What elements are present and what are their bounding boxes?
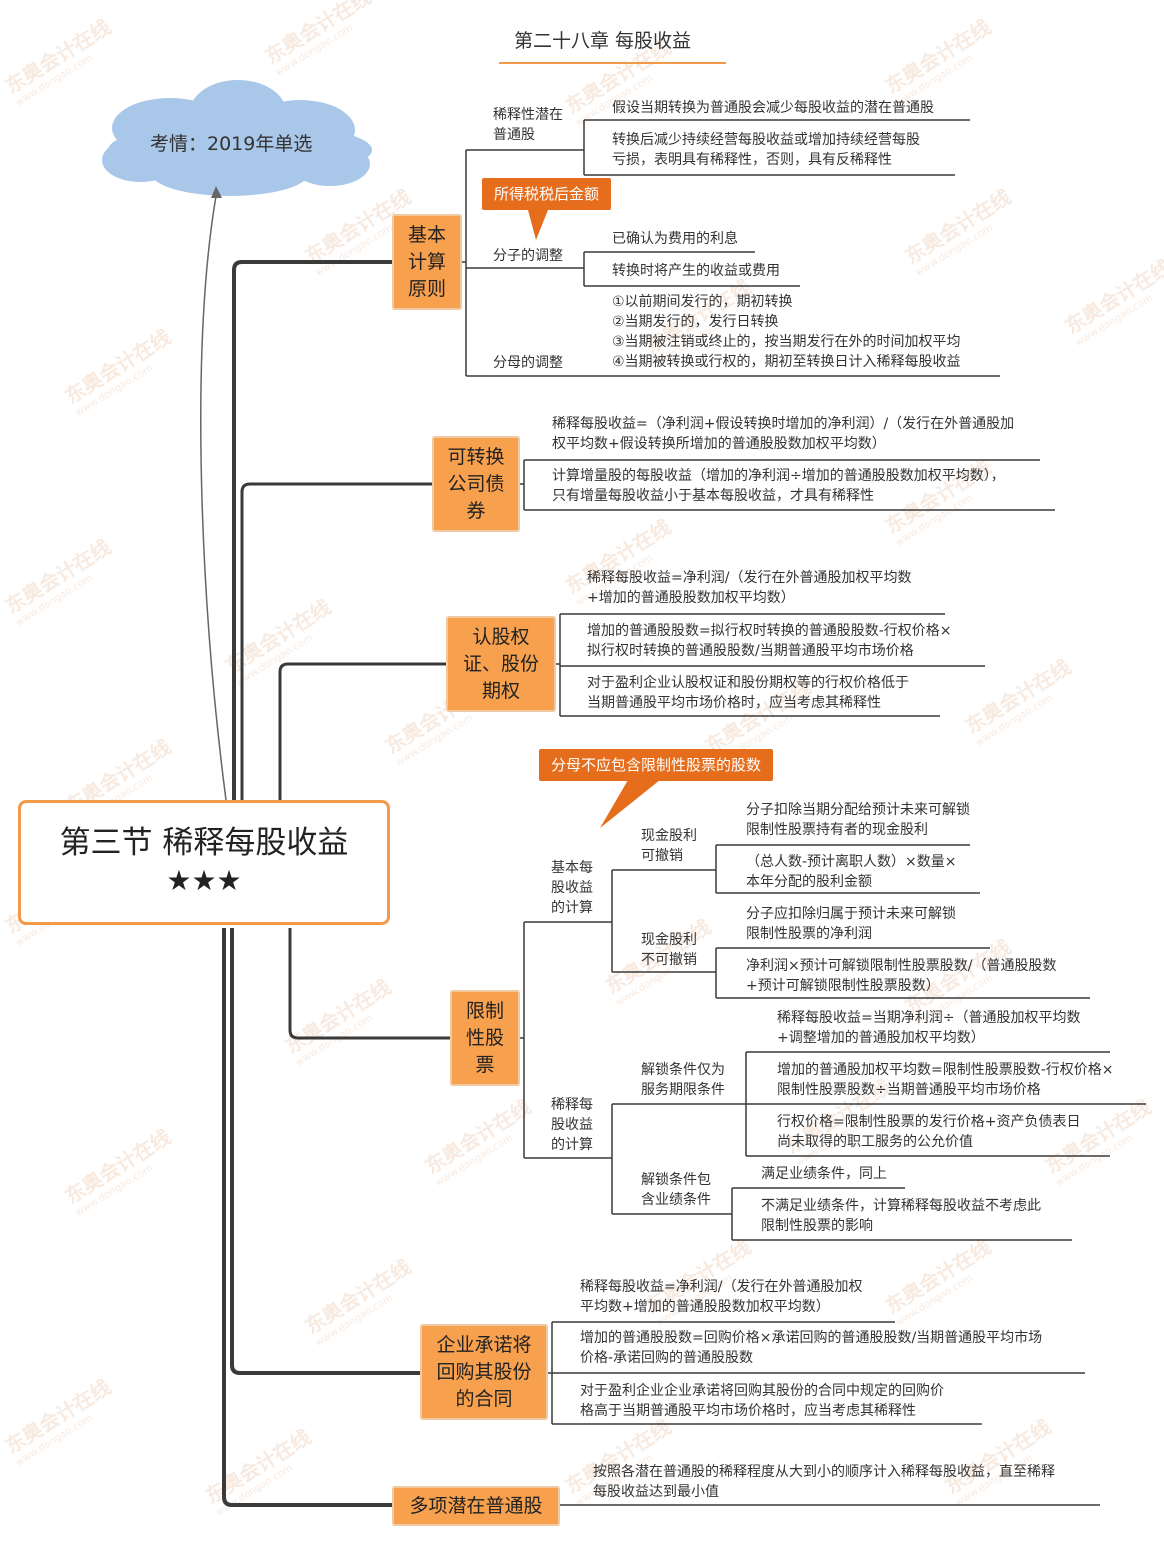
basic-eps-calc-label: 基本每 股收益 的计算 — [551, 860, 593, 916]
exam-info-text: 考情：2019年单选 — [150, 133, 313, 155]
dividend-irrevocable-label: 现金股利 不可撤销 — [641, 932, 697, 968]
branch-convertible-bonds[interactable]: 可转换 公司债 券 — [432, 436, 520, 532]
branch-basic-principle[interactable]: 基本 计算 原则 — [392, 214, 462, 310]
potential-shares-label: 稀释性潜在 普通股 — [493, 107, 563, 143]
warrants-item: 对于盈利企业认股权证和股份期权等的行权价格低于 当期普通股平均市场价格时，应当考… — [587, 675, 909, 711]
dividend-revocable-item: 分子扣除当期分配给预计未来可解锁 限制性股票持有者的现金股利 — [746, 802, 970, 838]
dividend-revocable-label: 现金股利 可撤销 — [641, 828, 697, 864]
branch-multiple-potential-shares[interactable]: 多项潜在普通股 — [392, 1486, 560, 1526]
dividend-revocable-item: （总人数-预计离职人数）×数量× 本年分配的股利金额 — [746, 854, 957, 890]
convertible-item: 稀释每股收益=（净利润+假设转换时增加的净利润）/（发行在外普通股加 权平均数+… — [552, 416, 1015, 452]
numerator-item: 转换时将产生的收益或费用 — [612, 263, 780, 279]
buyback-item: 对于盈利企业企业承诺将回购其股份的合同中规定的回购价 格高于当期普通股平均市场价… — [580, 1383, 944, 1419]
multiple-shares-text: 按照各潜在普通股的稀释程度从大到小的顺序计入稀释每股收益，直至稀释 每股收益达到… — [593, 1464, 1055, 1500]
denominator-adjustment-label: 分母的调整 — [493, 355, 563, 371]
chapter-title: 第二十八章 每股收益 — [514, 30, 692, 52]
cloud-shape — [102, 80, 372, 196]
warrants-item: 增加的普通股股数=拟行权时转换的普通股股数-行权价格× 拟行权时转换的普通股股数… — [587, 623, 952, 659]
denominator-items: ①以前期间发行的，期初转换 ②当期发行的，发行日转换 ③当期被注销或终止的，按当… — [612, 294, 961, 370]
after-tax-note: 所得税税后金额 — [482, 178, 612, 210]
service-condition-item: 增加的普通股加权平均数=限制性股票股数-行权价格× 限制性股票股数÷当期普通股平… — [777, 1062, 1114, 1098]
root-stars: ★★★ — [166, 864, 242, 897]
convertible-item: 计算增量股的每股收益（增加的净利润÷增加的普通股股数加权平均数）， 只有增量每股… — [552, 468, 1005, 504]
dividend-irrevocable-item: 分子应扣除归属于预计未来可解锁 限制性股票的净利润 — [746, 906, 956, 942]
numerator-adjustment-label: 分子的调整 — [493, 248, 563, 264]
service-condition-item: 行权价格=限制性股票的发行价格+资产负债表日 尚未取得的职工服务的公允价值 — [777, 1114, 1081, 1150]
performance-condition-item: 满足业绩条件，同上 — [761, 1166, 887, 1182]
service-condition-item: 稀释每股收益=当期净利润÷（普通股加权平均数 +调整增加的普通股加权平均数） — [777, 1010, 1081, 1046]
dividend-irrevocable-item: 净利润×预计可解锁限制性股票股数/（普通股股数 +预计可解锁限制性股票股数） — [746, 958, 1057, 994]
service-condition-label: 解锁条件仅为 服务期限条件 — [641, 1062, 725, 1098]
branch-buyback-contract[interactable]: 企业承诺将 回购其股份 的合同 — [420, 1324, 548, 1420]
performance-condition-label: 解锁条件包 含业绩条件 — [641, 1172, 711, 1208]
potential-shares-item: 转换后减少持续经营每股收益或增加持续经营每股 亏损，表明具有稀释性，否则，具有反… — [612, 132, 920, 168]
branch-warrants-options[interactable]: 认股权 证、股份 期权 — [446, 616, 556, 712]
root-title: 第三节 稀释每股收益 — [59, 825, 349, 861]
root-node[interactable]: 第三节 稀释每股收益 ★★★ — [18, 800, 390, 925]
buyback-item: 稀释每股收益=净利润/（发行在外普通股加权 平均数+增加的普通股股数加权平均数） — [580, 1279, 863, 1315]
buyback-item: 增加的普通股股数=回购价格×承诺回购的普通股股数/当期普通股平均市场 价格-承诺… — [580, 1330, 1043, 1366]
numerator-item: 已确认为费用的利息 — [612, 231, 738, 247]
restricted-denominator-note: 分母不应包含限制性股票的股数 — [539, 749, 774, 781]
performance-condition-item: 不满足业绩条件，计算稀释每股收益不考虑此 限制性股票的影响 — [761, 1198, 1041, 1234]
warrants-item: 稀释每股收益=净利润/（发行在外普通股加权平均数 +增加的普通股股数加权平均数） — [587, 570, 912, 606]
branch-restricted-stock[interactable]: 限制 性股 票 — [450, 990, 520, 1086]
potential-shares-item: 假设当期转换为普通股会减少每股收益的潜在普通股 — [612, 100, 934, 116]
diluted-eps-calc-label: 稀释每 股收益 的计算 — [551, 1097, 593, 1153]
